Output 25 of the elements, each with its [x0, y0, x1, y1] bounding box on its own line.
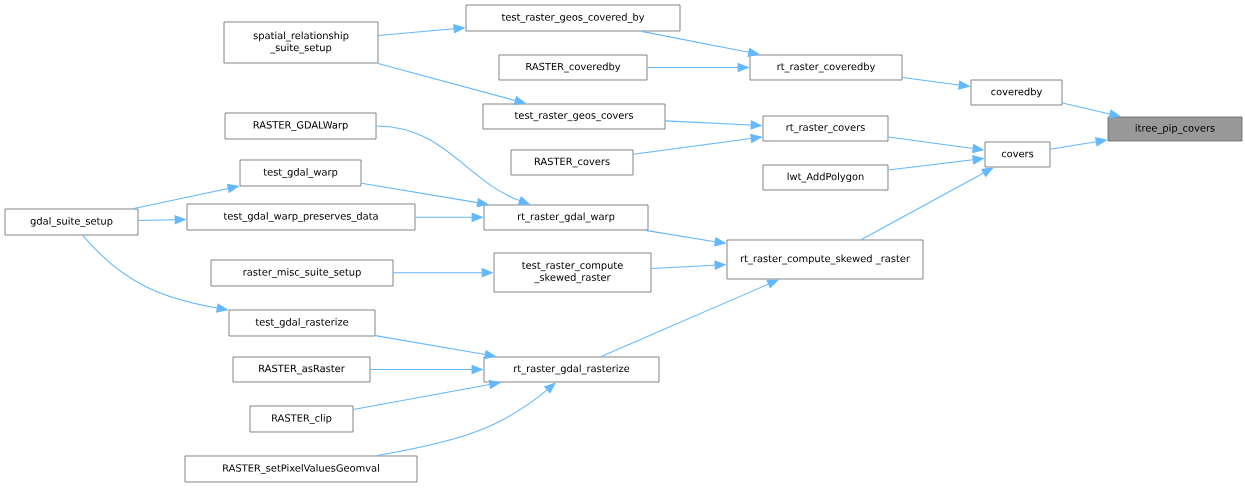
function-box: rt_raster_coveredby	[749, 54, 903, 81]
function-box: RASTER_asRaster	[232, 356, 371, 383]
function-box: raster_misc_suite_setup	[210, 259, 394, 287]
function-box: rt_raster_gdal_rasterize	[483, 356, 660, 383]
function-box: RASTER_clip	[249, 405, 354, 433]
function-box: rt_raster_compute_skewed _raster	[726, 239, 924, 280]
function-box: covers	[984, 141, 1051, 168]
function-box: test_gdal_rasterize	[228, 309, 376, 337]
function-box: coveredby	[970, 79, 1063, 106]
function-box: test_gdal_warp_preserves_data	[186, 203, 416, 231]
highlighted-function-box: itree_pip_covers	[1107, 116, 1243, 142]
function-box: test_raster_compute _skewed_raster	[493, 252, 652, 293]
arrow	[860, 167, 994, 241]
function-box: RASTER_covers	[510, 149, 634, 176]
function-box: lwt_AddPolygon	[762, 164, 889, 191]
function-box: rt_raster_gdal_warp	[483, 204, 649, 231]
function-box: test_raster_geos_covered_by	[465, 4, 681, 32]
function-box: RASTER_GDALWarp	[224, 112, 377, 140]
function-box: RASTER_coveredby	[498, 54, 648, 81]
function-box: gdal_suite_setup	[4, 208, 139, 236]
function-box: test_gdal_warp	[239, 159, 362, 187]
function-box: spatial_relationship _suite_setup	[223, 21, 379, 64]
function-box: test_raster_geos_covers	[482, 103, 666, 130]
function-box: rt_raster_covers	[762, 115, 889, 142]
function-box: RASTER_setPixelValuesGeomval	[184, 455, 418, 483]
